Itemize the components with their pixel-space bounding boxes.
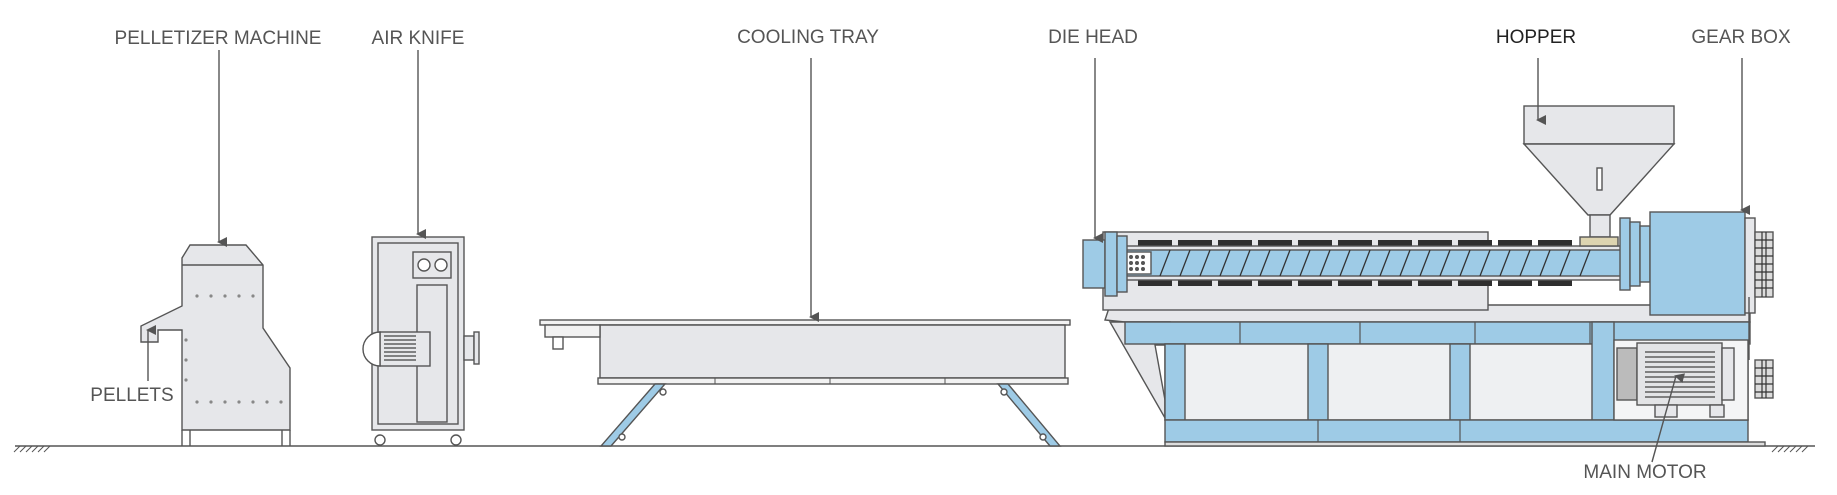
main-motor: [1613, 339, 1749, 421]
label-die-head: DIE HEAD: [1048, 27, 1138, 48]
label-main-motor: MAIN MOTOR: [1583, 462, 1706, 483]
label-air-knife: AIR KNIFE: [372, 28, 465, 49]
main-motor-arrow: [1651, 373, 1686, 463]
hopper: [1522, 105, 1676, 247]
label-pellets: PELLETS: [90, 385, 173, 406]
label-hopper: HOPPER: [1496, 27, 1576, 48]
label-pelletizer-machine: PELLETIZER MACHINE: [115, 28, 322, 49]
label-cooling-tray: COOLING TRAY: [737, 27, 879, 48]
extruder-barrel: [1102, 231, 1636, 311]
label-gear-box: GEAR BOX: [1691, 27, 1791, 48]
pelletizer-machine: [140, 244, 291, 446]
gear-box: [1619, 211, 1774, 399]
cooling-tray: [539, 319, 1071, 447]
ground-line: [13, 445, 1815, 453]
leader-arrows: [146, 50, 1750, 463]
air-knife: [362, 236, 480, 446]
die-head: [1082, 231, 1128, 297]
